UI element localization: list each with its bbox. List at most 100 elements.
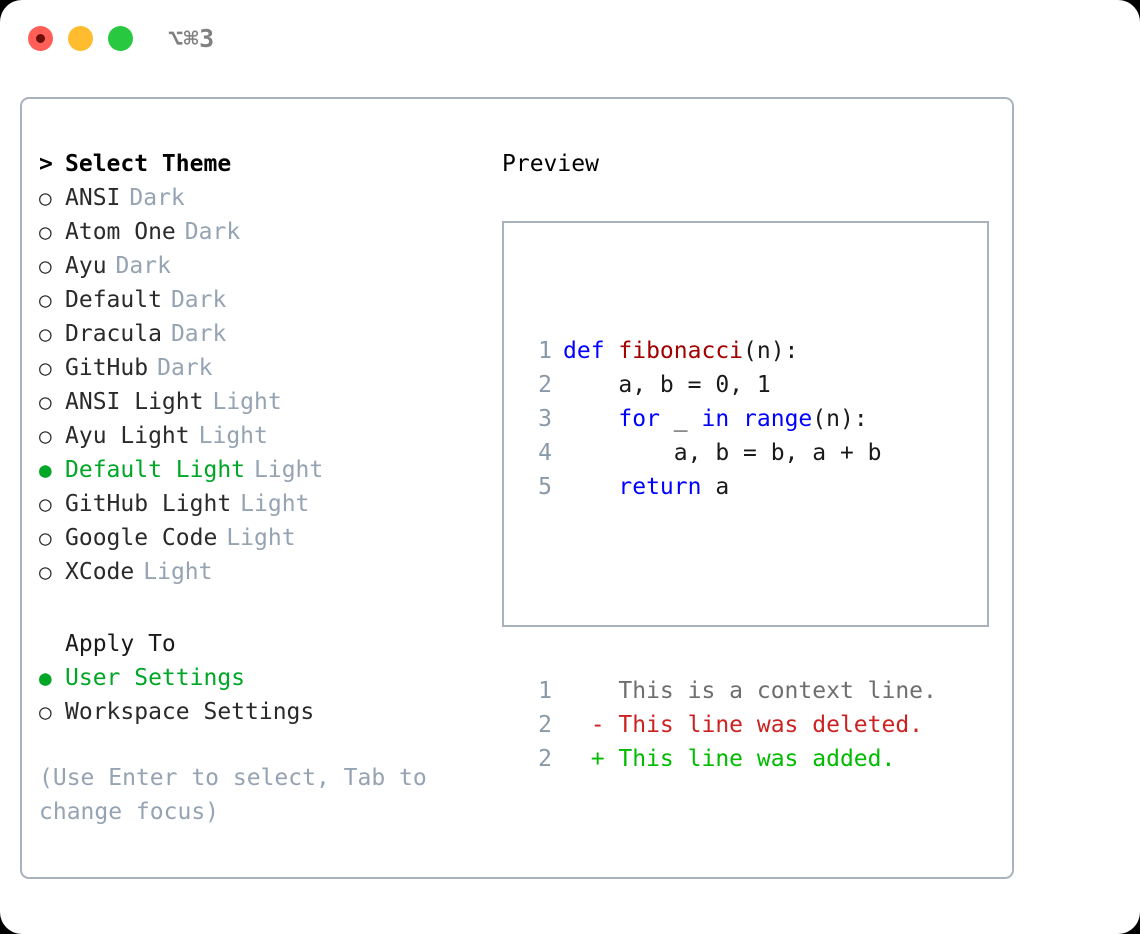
diff-text: - This line was deleted. [563, 712, 924, 738]
theme-list-item[interactable]: ○ XCode Light [39, 555, 499, 589]
theme-name: Default [65, 287, 162, 313]
diff-line: 2 + This line was added. [518, 742, 937, 776]
zoom-button[interactable] [108, 26, 133, 51]
code-text: a, b = 0, 1 [563, 372, 771, 398]
theme-list-item[interactable]: ○ Default Dark [39, 283, 499, 317]
radio-unselected-icon: ○ [39, 356, 52, 380]
radio-unselected-icon: ○ [39, 560, 52, 584]
code-line: 5 return a [518, 470, 937, 504]
theme-name: Google Code [65, 525, 218, 551]
theme-variant-tag: Light [226, 525, 296, 551]
apply-to-label: User Settings [65, 665, 246, 691]
caret-icon: > [39, 151, 53, 177]
window-controls [28, 26, 133, 51]
select-theme-title: Select Theme [65, 151, 232, 177]
line-number: 4 [538, 440, 552, 466]
theme-name: Atom One [65, 219, 176, 245]
theme-name: GitHub [65, 355, 149, 381]
theme-list-item[interactable]: ○ Google Code Light [39, 521, 499, 555]
radio-unselected-icon: ○ [39, 526, 52, 550]
code-line: 1 def fibonacci(n): [518, 334, 937, 368]
theme-name: Ayu [65, 253, 107, 279]
theme-variant-tag: Light [254, 457, 324, 483]
theme-variant-tag: Light [198, 423, 268, 449]
radio-unselected-icon: ○ [39, 254, 52, 278]
theme-variant-tag: Dark [170, 321, 227, 347]
apply-to-item[interactable]: ○ Workspace Settings [39, 695, 499, 729]
radio-unselected-icon: ○ [39, 220, 52, 244]
apply-to-header: Apply To [65, 631, 176, 657]
diff-sample: 1 This is a context line.2 - This line w… [518, 674, 937, 776]
theme-name: XCode [65, 559, 135, 585]
line-number: 3 [538, 406, 552, 432]
code-text: a, b = b, a + b [563, 440, 882, 466]
diff-line: 2 - This line was deleted. [518, 708, 937, 742]
theme-name: ANSI [65, 185, 121, 211]
line-number: 1 [538, 678, 552, 704]
keyboard-shortcut-label: ⌥⌘3 [168, 24, 215, 53]
close-button[interactable] [28, 26, 53, 51]
radio-unselected-icon: ○ [39, 390, 52, 414]
theme-variant-tag: Dark [129, 185, 185, 211]
line-number: 2 [538, 372, 552, 398]
theme-list-item[interactable]: ○ Ayu Light Light [39, 419, 499, 453]
theme-name: Ayu Light [65, 423, 190, 449]
theme-name: ANSI Light [65, 389, 204, 415]
help-text: (Use Enter to select, Tab to change focu… [39, 765, 427, 825]
section-spacer [39, 589, 499, 627]
theme-list-item[interactable]: ○ GitHub Light Light [39, 487, 499, 521]
line-number: 1 [538, 338, 552, 364]
theme-variant-tag: Light [143, 559, 213, 585]
theme-name: Default Light [65, 457, 246, 483]
preview-title: Preview [502, 151, 599, 177]
code-text: for _ in range(n): [618, 406, 868, 432]
title-bar: ⌥⌘3 [0, 0, 1140, 78]
theme-variant-tag: Light [240, 491, 310, 517]
radio-unselected-icon: ○ [39, 424, 52, 448]
code-text: return a [618, 474, 730, 500]
diff-text: This is a context line. [563, 678, 937, 704]
theme-list-item[interactable]: ○ ANSI Light Light [39, 385, 499, 419]
minimize-button[interactable] [68, 26, 93, 51]
code-blank-line [518, 572, 937, 606]
radio-unselected-icon: ○ [39, 322, 52, 346]
code-text: def fibonacci(n): [563, 338, 799, 364]
apply-to-list: ● User Settings ○ Workspace Settings [39, 661, 499, 729]
theme-list-item[interactable]: ○ GitHub Dark [39, 351, 499, 385]
radio-unselected-icon: ○ [39, 492, 52, 516]
radio-selected-icon: ● [39, 666, 52, 690]
theme-list-item[interactable]: ○ ANSI Dark [39, 181, 499, 215]
theme-list-item[interactable]: ○ Ayu Dark [39, 249, 499, 283]
theme-variant-tag: Dark [170, 287, 227, 313]
line-number: 2 [538, 746, 552, 772]
theme-name: GitHub Light [65, 491, 232, 517]
theme-variant-tag: Dark [184, 219, 241, 245]
radio-unselected-icon: ○ [39, 186, 52, 210]
apply-to-item[interactable]: ● User Settings [39, 661, 499, 695]
diff-line: 1 This is a context line. [518, 674, 937, 708]
line-number: 2 [538, 712, 552, 738]
line-number: 5 [538, 474, 552, 500]
theme-list-item[interactable]: ○ Atom One Dark [39, 215, 499, 249]
code-line: 4 a, b = b, a + b [518, 436, 937, 470]
theme-variant-tag: Dark [157, 355, 213, 381]
radio-unselected-icon: ○ [39, 700, 52, 724]
theme-variant-tag: Dark [115, 253, 171, 279]
theme-variant-tag: Light [212, 389, 282, 415]
select-theme-header: > Select Theme [39, 147, 499, 181]
code-line: 2 a, b = 0, 1 [518, 368, 937, 402]
apply-to-label: Workspace Settings [65, 699, 315, 725]
diff-text: + This line was added. [563, 746, 896, 772]
code-line: 3 for _ in range(n): [518, 402, 937, 436]
radio-unselected-icon: ○ [39, 288, 52, 312]
